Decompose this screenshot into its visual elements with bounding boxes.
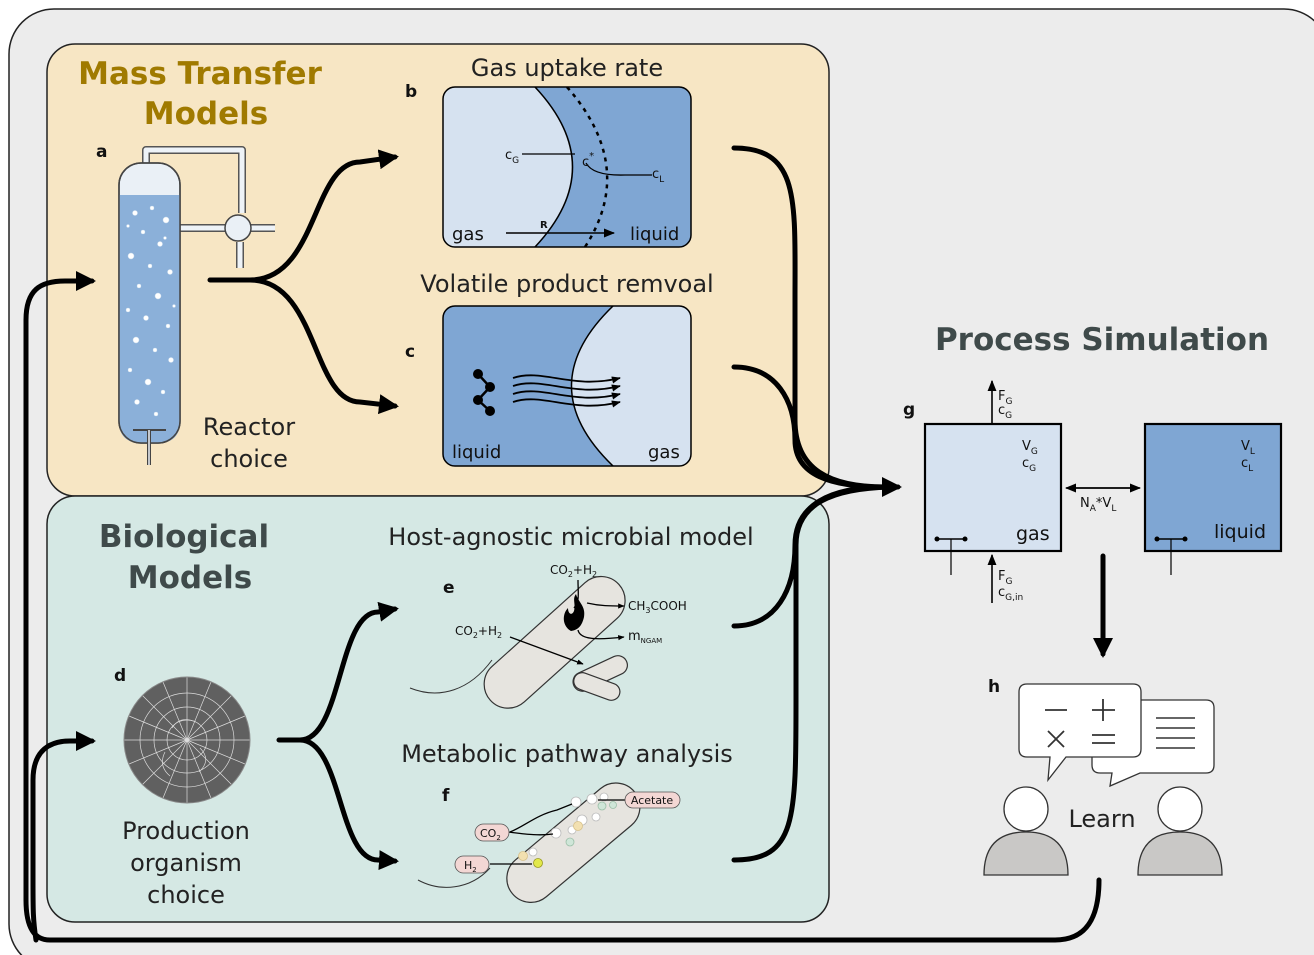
in-flow-c: cG,in — [998, 585, 1023, 603]
process-arrows — [934, 379, 1188, 603]
panel-b-gas-label: gas — [452, 224, 484, 245]
organism-caption-line3: choice — [147, 881, 225, 909]
gas-uptake-illustration — [442, 86, 692, 248]
gas-tank-label: gas — [1016, 523, 1050, 545]
panel-letter-d: d — [114, 666, 126, 686]
panel-letter-f: f — [442, 786, 450, 806]
panel-letter-a: a — [96, 142, 107, 162]
person-left-icon — [983, 786, 1069, 876]
liquid-tank-label: liquid — [1214, 521, 1266, 543]
cstar-label: c* — [582, 151, 594, 170]
organism-caption-line2: organism — [130, 849, 242, 877]
panel-letter-g: g — [903, 400, 915, 420]
gas-tank-V: VG — [1022, 439, 1038, 457]
process-simulation-title: Process Simulation — [935, 322, 1269, 358]
h2-label: H2 — [464, 859, 477, 874]
e-top-input-label: CO2+H2 — [550, 563, 597, 579]
out-flow-c: cG — [998, 403, 1012, 421]
metabolic-pathway-title: Metabolic pathway analysis — [401, 740, 733, 768]
panel-letter-b: b — [405, 82, 417, 102]
cg-label: cG — [505, 148, 519, 166]
flame-icon — [563, 594, 585, 631]
microbe-cell-illustration — [409, 575, 628, 709]
pathway-cell-illustration — [417, 782, 641, 903]
out-flow-F: FG — [998, 389, 1012, 407]
reactor-caption-line2: choice — [210, 445, 288, 473]
phylogenetic-tree-icon — [123, 676, 251, 804]
acetate-label: Acetate — [631, 794, 674, 807]
workflow-arrows — [23, 145, 1113, 943]
h2-pill — [454, 855, 490, 874]
e-product-label: CH3COOH — [628, 599, 687, 615]
panel-letter-e: e — [443, 578, 455, 598]
panel-c-gas-label: gas — [648, 442, 680, 463]
reactor-caption-line1: Reactor — [203, 413, 295, 441]
liquid-tank-V: VL — [1241, 439, 1255, 457]
reactor-illustration — [118, 146, 275, 465]
liquid-tank — [1143, 422, 1283, 553]
host-agnostic-title: Host-agnostic microbial model — [388, 523, 753, 551]
math-operators-icon — [1045, 699, 1115, 748]
volatile-removal-illustration — [442, 305, 692, 467]
cl-label: cL — [652, 167, 664, 185]
co2-label: CO2 — [480, 827, 501, 842]
gas-tank — [923, 422, 1063, 553]
mass-transfer-title-line1: Mass Transfer — [78, 56, 322, 92]
organism-caption-line1: Production — [122, 817, 250, 845]
liquid-tank-c: cL — [1241, 456, 1253, 474]
mass-transfer-title-line2: Models — [144, 96, 268, 132]
panel-letter-c: c — [405, 342, 415, 362]
panel-letter-h: h — [988, 677, 1000, 697]
volatile-removal-title: Volatile product remvoal — [420, 270, 713, 298]
acetate-pill — [624, 791, 681, 809]
biological-title-line2: Models — [128, 560, 252, 596]
molecule-icon — [473, 369, 495, 416]
co2-pill — [474, 823, 510, 842]
biological-title-line1: Biological — [99, 519, 269, 555]
transfer-label: NA*VL — [1080, 496, 1116, 514]
e-ngam-label: mNGAM — [628, 629, 662, 645]
panel-b-liquid-label: liquid — [630, 224, 679, 245]
person-right-icon — [1137, 786, 1223, 876]
gas-tank-c: cG — [1022, 456, 1036, 474]
learn-label: Learn — [1068, 805, 1135, 833]
in-flow-F: FG — [998, 569, 1012, 587]
learn-illustration — [983, 683, 1223, 876]
gas-uptake-title: Gas uptake rate — [471, 54, 663, 82]
panel-c-liquid-label: liquid — [452, 442, 501, 463]
e-left-input-label: CO2+H2 — [455, 624, 502, 640]
uptake-arrow-label: R — [540, 220, 548, 231]
